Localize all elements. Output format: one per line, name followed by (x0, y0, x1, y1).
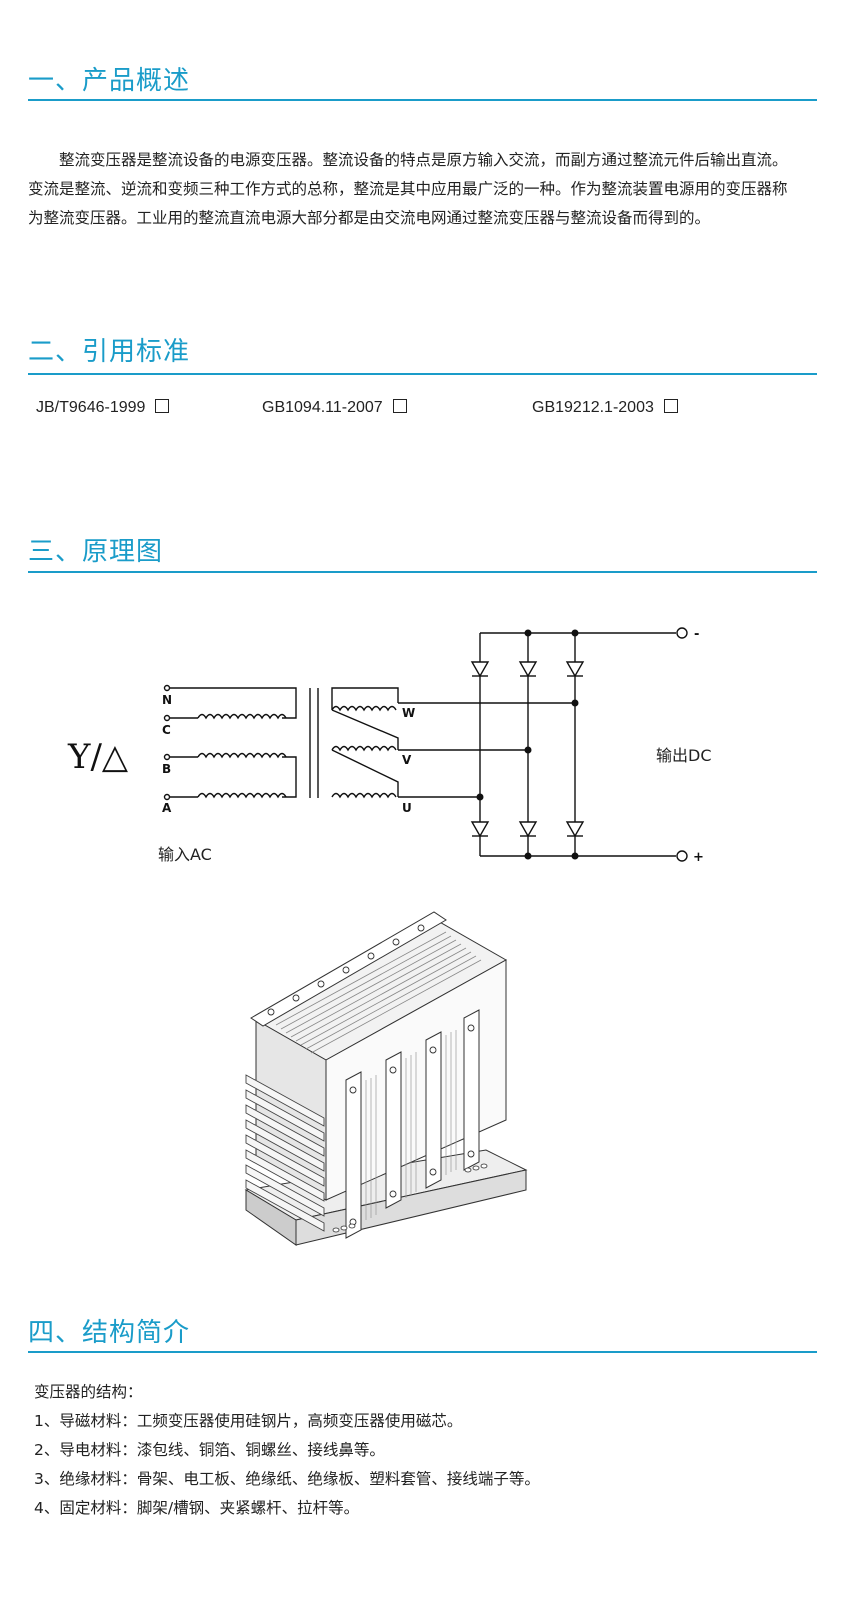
standard-code: JB/T9646-1999 (36, 399, 146, 416)
standard-item: JB/T9646-1999 (36, 399, 170, 417)
checkbox-icon (663, 399, 678, 413)
output-minus-label: - (694, 627, 699, 642)
section-title-principle: 三、原理图 (28, 537, 164, 567)
overview-paragraph: 整流变压器是整流设备的电源变压器。整流设备的特点是原方输入交流，而副方通过整流元… (28, 151, 788, 227)
output-dc-label: 输出DC (656, 746, 712, 765)
standard-item: GB1094.11-2007 (262, 399, 407, 417)
structure-item: 3、绝缘材料：骨架、电工板、绝缘纸、绝缘板、塑料套管、接线端子等。 (34, 1470, 540, 1488)
structure-item: 4、固定材料：脚架/槽钢、夹紧螺杆、拉杆等。 (34, 1499, 360, 1517)
standard-code: GB19212.1-2003 (532, 399, 654, 416)
structure-item: 1、导磁材料：工频变压器使用硅钢片，高频变压器使用磁芯。 (34, 1412, 463, 1430)
terminal-label: B (162, 762, 171, 776)
standard-code: GB1094.11-2007 (262, 399, 383, 416)
checkbox-icon (392, 399, 407, 413)
output-plus-label: + (693, 850, 704, 865)
transformer-illustration (244, 911, 528, 1246)
structure-intro: 变压器的结构： (34, 1383, 143, 1401)
rectifier-circuit-diagram: Y/△ N C B A W V U - + 输出DC 输入AC (67, 627, 712, 865)
section-title-structure: 四、结构简介 (28, 1318, 191, 1348)
terminal-label: W (402, 706, 415, 720)
input-ac-label: 输入AC (158, 845, 212, 864)
terminal-label: C (162, 723, 171, 737)
section-divider (28, 373, 817, 375)
section-divider (28, 1351, 817, 1353)
terminal-label: N (162, 693, 172, 707)
section-title-overview: 一、产品概述 (28, 66, 191, 96)
terminal-label: A (162, 801, 172, 815)
terminal-label: V (402, 753, 412, 767)
structure-list: 变压器的结构： 1、导磁材料：工频变压器使用硅钢片，高频变压器使用磁芯。 2、导… (34, 1378, 540, 1523)
checkbox-icon (155, 399, 170, 413)
structure-item: 2、导电材料：漆包线、铜箔、铜螺丝、接线鼻等。 (34, 1441, 385, 1459)
connection-label: Y/△ (67, 737, 129, 777)
standard-item: GB19212.1-2003 (532, 399, 678, 417)
section-divider (28, 99, 817, 101)
terminal-label: U (402, 801, 412, 815)
section-title-standards: 二、引用标准 (28, 337, 191, 367)
section-divider (28, 571, 817, 573)
